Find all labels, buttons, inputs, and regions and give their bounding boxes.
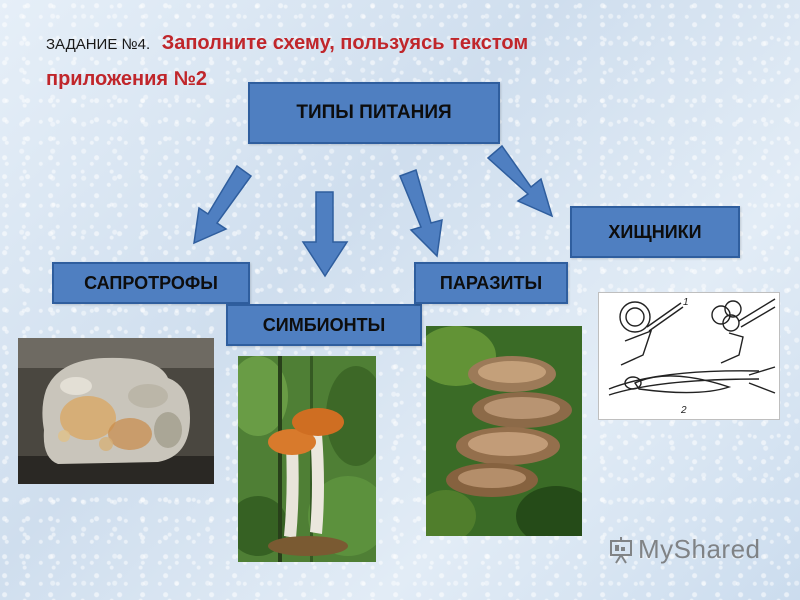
watermark-text: MyShared <box>638 534 761 564</box>
saprotrophs-box: САПРОТРОФЫ <box>52 262 250 304</box>
arrow-to-symbionts <box>301 191 349 278</box>
symbionts-box: СИМБИОНТЫ <box>226 304 422 346</box>
boletus-photo <box>238 356 376 562</box>
watermark: MyShared <box>608 534 761 565</box>
polypore-photo <box>426 326 582 536</box>
task-text: Заполните схему, пользуясь текстом прило… <box>46 32 529 90</box>
nutrition-types-box: ТИПЫ ПИТАНИЯ <box>248 82 500 144</box>
figure-label-1: 1 <box>683 297 689 308</box>
predatory-fungus-drawing: 1 2 <box>598 292 780 420</box>
task-number: ЗАДАНИЕ №4. <box>46 36 151 53</box>
presentation-board-icon <box>610 536 632 564</box>
arrow-to-parasites <box>399 169 443 258</box>
figure-label-2: 2 <box>680 405 687 416</box>
predators-box: ХИЩНИКИ <box>570 206 740 258</box>
arrow-to-predators <box>486 144 554 218</box>
arrow-to-saprotrophs <box>193 164 253 245</box>
mold-photo <box>18 338 214 484</box>
parasites-box: ПАРАЗИТЫ <box>414 262 568 304</box>
task-header: ЗАДАНИЕ №4. Заполните схему, пользуясь т… <box>46 26 646 96</box>
